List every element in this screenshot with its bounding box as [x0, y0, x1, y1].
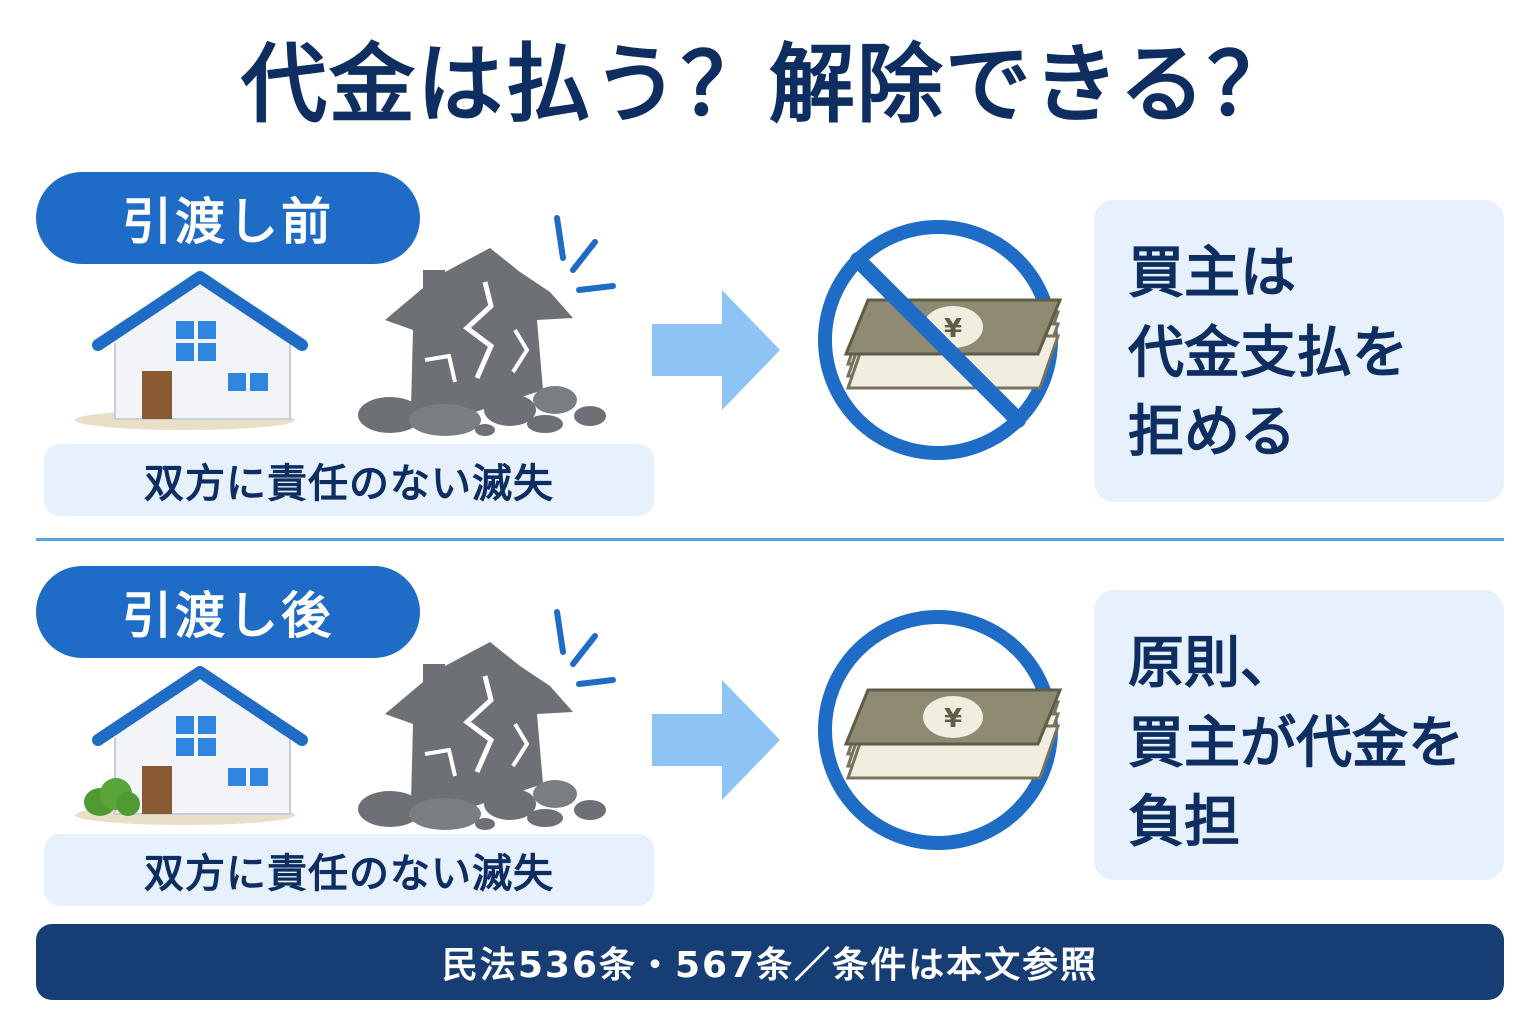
result-line: 買主は — [1128, 241, 1296, 306]
caption-before: 双方に責任のない滅失 — [44, 444, 654, 516]
yen-symbol: ¥ — [944, 314, 962, 344]
section-divider — [36, 538, 1504, 541]
house-icon — [75, 271, 308, 430]
prohibited-money-icon: ¥ — [818, 220, 1063, 460]
result-line: 買主が代金を — [1128, 710, 1464, 776]
money-circle-icon: ¥ — [818, 610, 1063, 850]
result-line: 負担 — [1128, 790, 1240, 856]
label-after-delivery: 引渡し後 — [36, 566, 420, 658]
result-line: 拒める — [1128, 400, 1296, 466]
result-before: 買主は 代金支払を 拒める — [1094, 200, 1504, 502]
result-after: 原則、 買主が代金を 負担 — [1094, 590, 1504, 880]
footer-note: 民法536条・567条／条件は本文参照 — [36, 924, 1504, 1000]
caption-after: 双方に責任のない滅失 — [44, 834, 654, 906]
money-stack-icon: ¥ — [843, 688, 1063, 780]
arrow-right-icon — [652, 680, 780, 800]
collapsed-house-icon — [358, 609, 616, 830]
yen-symbol: ¥ — [944, 704, 962, 734]
arrow-right-icon — [652, 290, 780, 410]
label-before-delivery: 引渡し前 — [36, 172, 420, 264]
house-icon — [75, 666, 308, 825]
result-line: 原則、 — [1128, 631, 1296, 696]
collapsed-house-icon — [358, 215, 616, 436]
bush-icon — [84, 778, 140, 816]
result-line: 代金支払を — [1128, 320, 1408, 386]
page-title: 代金は払う？解除できる？ — [240, 35, 1296, 135]
prohibited-sign-icon — [850, 252, 1026, 428]
